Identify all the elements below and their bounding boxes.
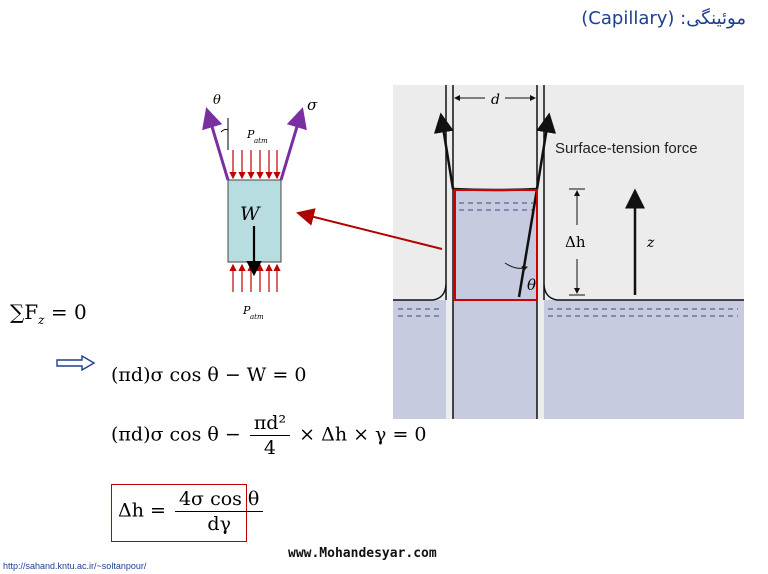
sum-forces-rhs: = 0 [50, 300, 87, 324]
highlight-box [454, 189, 538, 301]
implies-arrow-icon [56, 355, 96, 371]
theta-photo-label: θ [527, 276, 536, 294]
surface-tension-left-arrow [202, 107, 230, 181]
result-numerator: 4σ cos θ [174, 488, 264, 512]
expanded-lhs: (πd)σ cos θ − [111, 423, 241, 446]
capillary-figure: d θ Δh z Surface-tension force [393, 85, 744, 419]
p-atm-bottom-label: P [242, 304, 251, 317]
surface-tension-force-label: Surface-tension force [555, 140, 698, 157]
theta-label: θ [213, 93, 221, 108]
result-fraction: 4σ cos θ dγ [174, 488, 264, 535]
equation-force-balance: (πd)σ cos θ − W = 0 [111, 364, 307, 386]
weight-label: W [240, 203, 261, 225]
expanded-rhs: × Δh × γ = 0 [299, 423, 427, 446]
expanded-numerator: πd² [249, 412, 291, 436]
p-atm-bottom-subscript: atm [250, 313, 264, 321]
result-lhs: Δh = [118, 499, 166, 522]
equation-sum-forces: ∑Fz = 0 [10, 300, 87, 327]
title-english: (Capillary) [581, 8, 675, 29]
footer-url[interactable]: http://sahand.kntu.ac.ir/~soltanpour/ [3, 561, 147, 571]
surface-tension-arrow-right [535, 112, 557, 190]
surface-tension-arrow-left [433, 112, 455, 190]
pointer-arrow [296, 208, 443, 250]
expanded-fraction: πd² 4 [249, 412, 291, 459]
website-label: www.Mohandesyar.com [288, 546, 437, 561]
sum-forces-lhs: ∑F [10, 300, 39, 324]
equation-expanded: (πd)σ cos θ − πd² 4 × Δh × γ = 0 [111, 412, 427, 459]
d-label: d [491, 92, 500, 108]
expanded-denominator: 4 [263, 437, 276, 459]
sum-forces-subscript: z [38, 313, 45, 327]
z-label: z [646, 235, 655, 251]
p-atm-top-subscript: atm [254, 137, 268, 145]
result-denominator: dγ [207, 513, 231, 535]
title-persian: موئینگی: [680, 8, 746, 29]
result-box [111, 484, 247, 542]
sigma-label: σ [307, 96, 318, 114]
pressure-arrows-top [229, 150, 281, 180]
delta-h-label: Δh [565, 233, 586, 251]
surface-tension-right-arrow [279, 107, 307, 181]
free-body-diagram: θ σ P atm W P atm [202, 93, 318, 321]
equation-result: Δh = 4σ cos θ dγ [118, 488, 266, 535]
slide-title: موئینگی: (Capillary) [581, 8, 746, 29]
p-atm-top-label: P [246, 128, 255, 141]
